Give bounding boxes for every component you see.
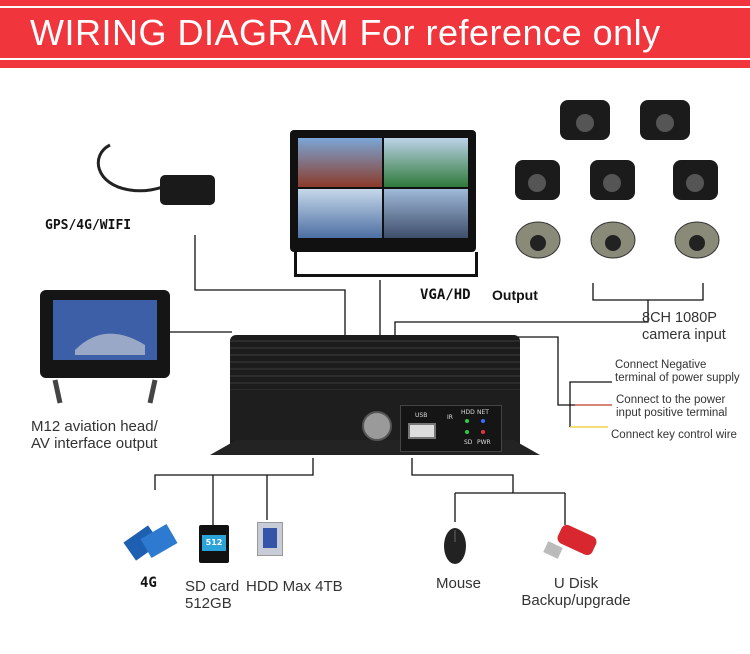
hdd-label: HDD Max 4TB — [246, 578, 343, 595]
sd-led-label: SD — [464, 439, 473, 446]
quad-monitor — [284, 130, 482, 280]
ir-label: IR — [447, 414, 453, 421]
page-title: WIRING DIAGRAM For reference only — [30, 12, 661, 53]
camera-input-label: 8CH 1080P camera input — [642, 310, 726, 344]
usb-label: USB — [415, 412, 428, 419]
negative-line1: Connect Negative — [615, 359, 707, 371]
mouse-label: Mouse — [436, 575, 482, 592]
side-monitor-icon — [40, 290, 170, 404]
sd-line2: 512GB — [185, 595, 232, 612]
sd-line1: SD card — [185, 578, 240, 595]
negative-line2: terminal of power supply — [615, 372, 740, 384]
title-banner: WIRING DIAGRAM For reference only — [0, 0, 750, 68]
gps-label: GPS/4G/WIFI — [45, 218, 132, 233]
av-line2: AV interface output — [31, 435, 158, 452]
net-led-label: NET — [477, 409, 489, 416]
camera-label-line1: 8CH 1080P — [642, 310, 717, 326]
mobile-dvr: USB IR HDD NET SD PWR — [210, 335, 540, 460]
gps-antenna-icon — [96, 143, 215, 205]
camera-icons — [515, 100, 720, 259]
key-lock-icon[interactable] — [362, 411, 392, 441]
positive-line1: Connect to the power — [616, 394, 726, 406]
key-control-label: Connect key control wire — [611, 429, 737, 441]
pwr-led-label: PWR — [477, 439, 491, 446]
sd-card-icon: 512 — [199, 525, 229, 563]
udisk-line1: U Disk — [553, 575, 599, 592]
sd-card-capacity: 512 — [202, 535, 226, 551]
positive-line2: input positive terminal — [616, 407, 728, 419]
av-output-label: M12 aviation head/ AV interface output — [31, 418, 158, 452]
mouse-icon — [444, 528, 466, 564]
camera-label-line2: camera input — [642, 327, 726, 343]
hdd-icon — [257, 522, 283, 556]
positive-terminal-label: Connect to the power input positive term… — [616, 394, 727, 420]
usb-port[interactable] — [408, 423, 436, 439]
udisk-line2: Backup/upgrade — [521, 592, 631, 609]
vga-label: VGA/HD — [420, 287, 471, 303]
negative-terminal-label: Connect Negative terminal of power suppl… — [615, 359, 740, 385]
output-label: Output — [492, 287, 538, 303]
usb-disk-icon — [543, 524, 597, 559]
udisk-label: U Disk Backup/upgrade — [517, 575, 635, 609]
sd-card-label: SD card 512GB — [185, 578, 239, 612]
4g-label: 4G — [140, 575, 157, 591]
hdd-led-label: HDD — [461, 409, 475, 416]
av-line1: M12 aviation head/ — [31, 418, 158, 435]
sim-card-icon — [123, 523, 178, 561]
